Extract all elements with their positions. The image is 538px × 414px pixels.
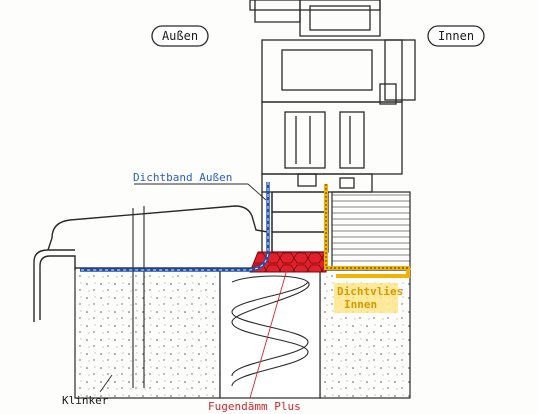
label-sealing-fleece-line1: Dichtvlies [337, 285, 403, 298]
label-outside: Außen [151, 25, 209, 47]
label-inside: Innen [427, 25, 485, 47]
inner-window-sill [331, 191, 411, 269]
label-outside-text: Außen [162, 29, 198, 43]
label-clinker: Klinker [62, 394, 109, 407]
joint-insulation-fill [249, 251, 327, 273]
callout-sealing-fleece-inside: Dichtvlies Innen [334, 283, 403, 313]
callout-seal-tape-outside: Dichtband Außen [133, 171, 267, 201]
inner-seal-fleece [324, 184, 410, 278]
callout-clinker: Klinker [62, 374, 113, 407]
label-joint-insulation: Fugendämm Plus [208, 400, 301, 413]
wall-insulation [219, 269, 321, 399]
label-inside-text: Innen [438, 29, 474, 43]
clinker-wall [74, 267, 221, 399]
outer-window-sill [33, 205, 270, 388]
outer-seal-tape [80, 182, 270, 272]
label-sealing-fleece-line2: Innen [344, 298, 377, 311]
label-seal-tape-outside: Dichtband Außen [133, 171, 232, 184]
window-frame-profile [249, 0, 416, 263]
callout-joint-insulation: Fugendämm Plus [208, 265, 301, 413]
